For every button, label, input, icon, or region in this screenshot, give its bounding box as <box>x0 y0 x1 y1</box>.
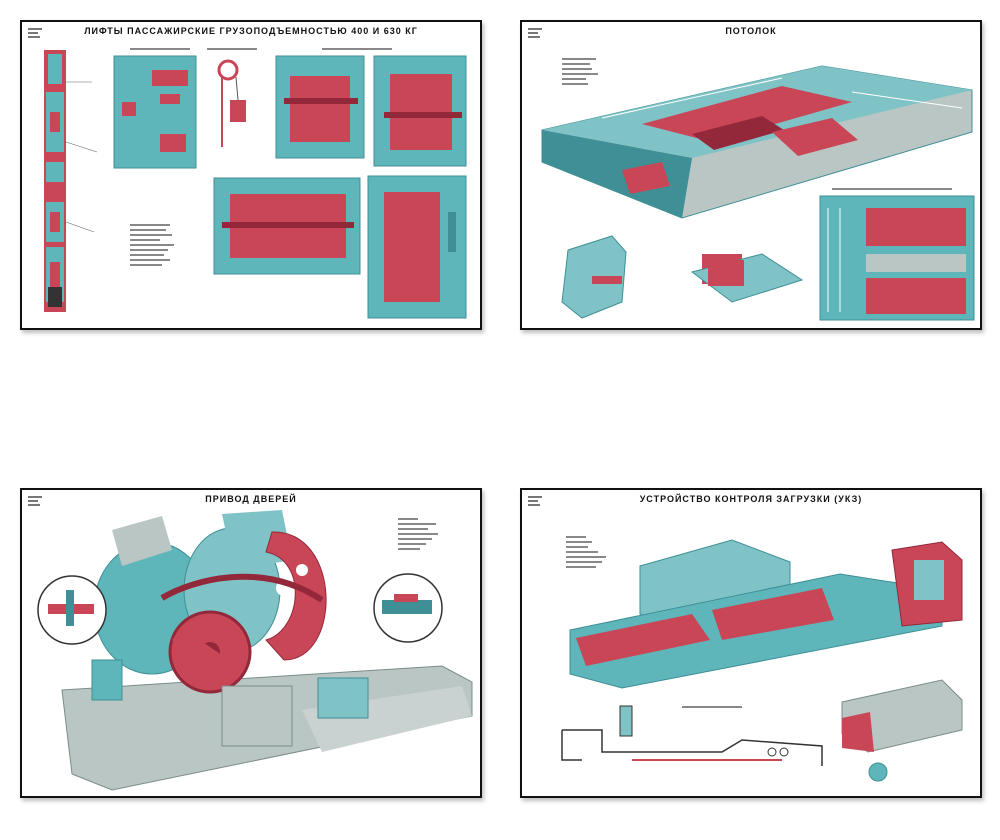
poster-title: УСТРОЙСТВО КОНТРОЛЯ ЗАГРУЗКИ (УКЗ) <box>639 494 863 504</box>
caption-line <box>130 48 190 50</box>
poster-stamp <box>28 496 42 508</box>
legend <box>566 536 606 571</box>
caption-line <box>207 48 257 50</box>
poster-stamp <box>528 28 542 40</box>
poster-stamp <box>528 496 542 508</box>
ceiling-diagram <box>541 65 975 321</box>
poster-title: ПРИВОД ДВЕРЕЙ <box>205 494 297 504</box>
poster-load-control[interactable]: УСТРОЙСТВО КОНТРОЛЯ ЗАГРУЗКИ (УКЗ) <box>520 488 982 798</box>
poster-lifts[interactable]: ЛИФТЫ ПАССАЖИРСКИЕ ГРУЗОПОДЪЕМНОСТЬЮ 400… <box>20 20 482 330</box>
legend <box>562 58 598 88</box>
caption-line <box>682 706 742 708</box>
load-control-diagram <box>561 539 963 782</box>
caption-line <box>832 188 952 190</box>
caption-line <box>322 48 392 50</box>
poster-stamp <box>28 28 42 40</box>
poster-title: ПОТОЛОК <box>725 26 777 36</box>
poster-title: ЛИФТЫ ПАССАЖИРСКИЕ ГРУЗОПОДЪЕМНОСТЬЮ 400… <box>84 26 418 36</box>
legend <box>398 518 438 553</box>
door-drive-diagram <box>37 510 473 791</box>
poster-ceiling[interactable]: ПОТОЛОК <box>520 20 982 330</box>
lift-diagram <box>44 50 467 319</box>
legend <box>130 224 174 269</box>
poster-door-drive[interactable]: ПРИВОД ДВЕРЕЙ <box>20 488 482 798</box>
